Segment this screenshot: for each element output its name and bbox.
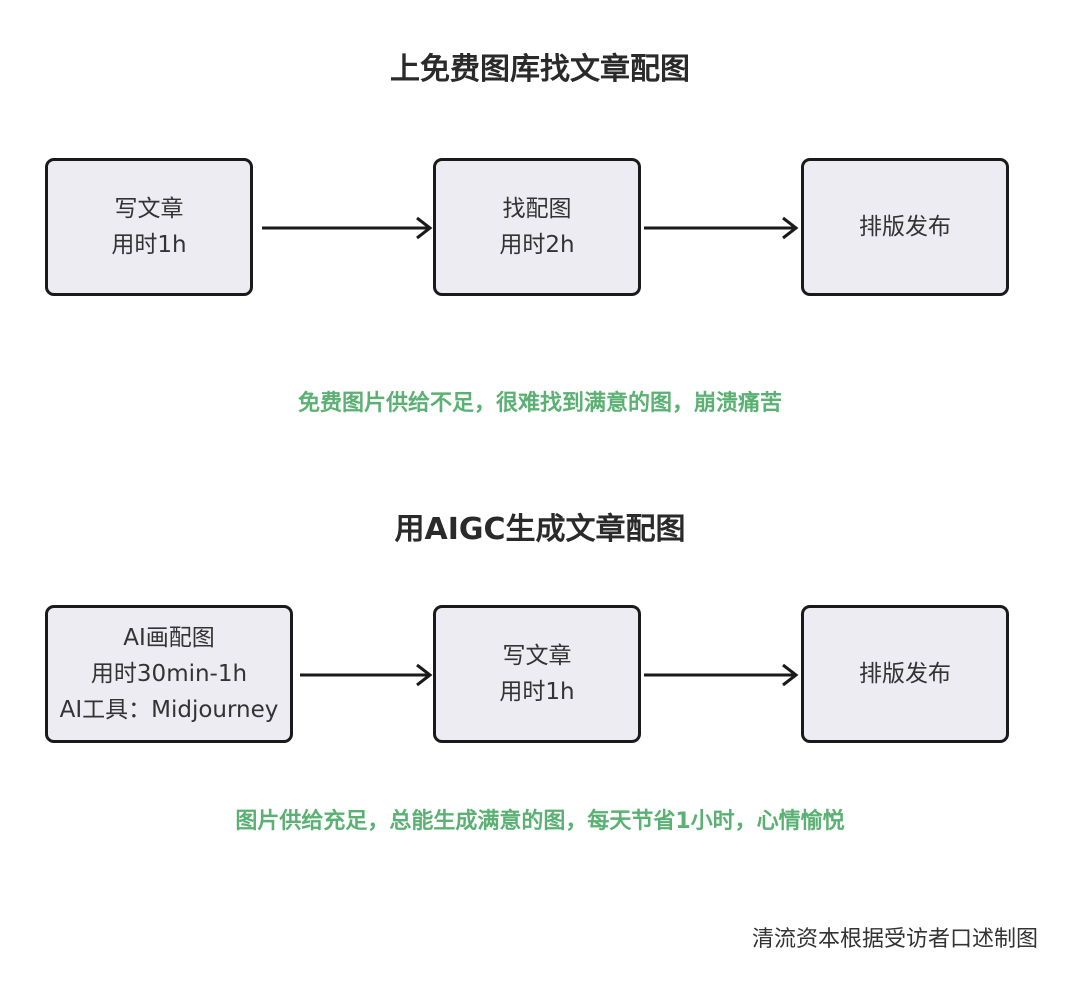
step-label: 找配图 — [502, 196, 572, 222]
step-label: 排版发布 — [859, 214, 951, 240]
step-ai-image: AI画配图 用时30min-1h AI工具：Midjourney — [45, 605, 293, 743]
section2-title: 用AIGC生成文章配图 — [394, 512, 686, 547]
step-label: 排版发布 — [859, 661, 951, 687]
flow-arrow — [262, 216, 433, 240]
flow-arrow — [300, 663, 433, 687]
step-tool: AI工具：Midjourney — [59, 697, 279, 723]
section2-note: 图片供给充足，总能生成满意的图，每天节省1小时，心情愉悦 — [235, 809, 845, 834]
step-duration: 用时1h — [111, 232, 187, 258]
step-label: 写文章 — [114, 196, 184, 222]
step-duration: 用时1h — [499, 679, 575, 705]
section1-note: 免费图片供给不足，很难找到满意的图，崩溃痛苦 — [297, 391, 782, 416]
step-write-article: 写文章 用时1h — [433, 605, 641, 743]
section1-title: 上免费图库找文章配图 — [390, 52, 690, 87]
step-write-article: 写文章 用时1h — [45, 158, 253, 296]
step-label: 写文章 — [502, 643, 572, 669]
step-label: AI画配图 — [123, 625, 215, 651]
step-layout-publish: 排版发布 — [801, 158, 1009, 296]
step-find-image: 找配图 用时2h — [433, 158, 641, 296]
step-duration: 用时30min-1h — [90, 661, 248, 687]
flow-arrow — [644, 216, 799, 240]
flow-arrow — [644, 663, 799, 687]
source-credit: 清流资本根据受访者口述制图 — [751, 927, 1038, 952]
step-duration: 用时2h — [499, 232, 575, 258]
step-layout-publish: 排版发布 — [801, 605, 1009, 743]
